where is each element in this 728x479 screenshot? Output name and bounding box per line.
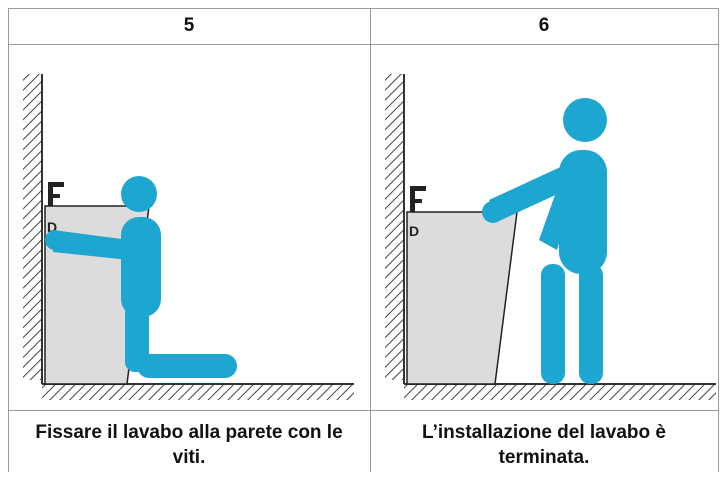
svg-text:D: D [47, 219, 57, 235]
step-5-number: 5 [183, 15, 195, 36]
table-border-left [8, 8, 9, 472]
floor-hatch [42, 384, 354, 400]
standing-person-figure [482, 98, 607, 384]
washbasin [406, 211, 518, 385]
wall-hatch [385, 74, 403, 380]
step-6-caption: L’installazione del lavabo è terminata. [422, 422, 666, 468]
step-6-illustration: D [371, 54, 718, 410]
tap-icon [410, 186, 426, 212]
instruction-table: 5 6 D [8, 8, 719, 472]
svg-text:D: D [409, 223, 419, 239]
standing-person-finished-basin-image: D [385, 74, 716, 400]
table-column-divider [370, 8, 371, 472]
step-6-number: 6 [538, 15, 550, 36]
table-border-top [8, 8, 719, 9]
floor-hatch [404, 384, 716, 400]
step-5-caption: Fissare il lavabo alla parete con le vit… [35, 422, 343, 468]
tap-icon [48, 182, 64, 206]
wall-hatch [23, 74, 41, 380]
step-5-illustration: D [9, 54, 370, 410]
table-caption-divider [8, 410, 719, 411]
kneeling-person-fixing-basin-image: D [23, 74, 354, 400]
table-border-right [718, 8, 719, 472]
kneeling-person-figure [45, 176, 237, 378]
table-header-divider [8, 44, 719, 45]
